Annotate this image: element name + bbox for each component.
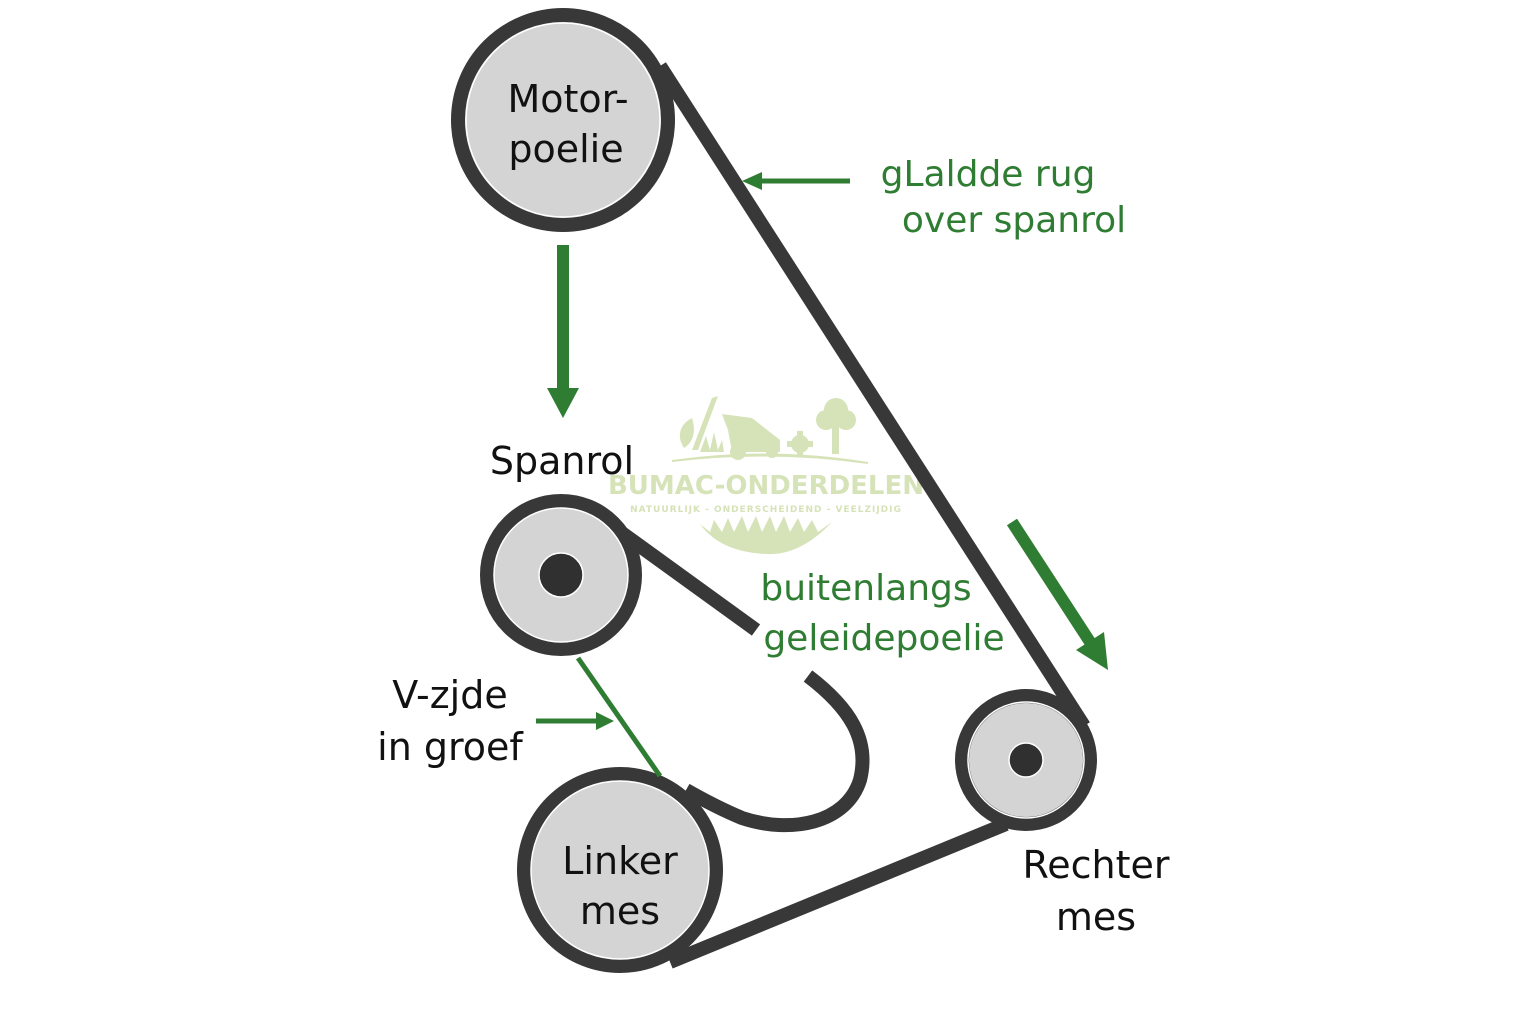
arrow-v-side (536, 656, 663, 778)
outside-guide-annotation-line1: buitenlangs (760, 568, 971, 609)
left-blade-label-line2: mes (580, 889, 660, 933)
gear-icon (787, 431, 813, 457)
belt-segment-guide-loop (682, 670, 870, 833)
ground-line (672, 453, 868, 464)
grass-tuft-icon (700, 432, 724, 452)
grass-arc-icon (700, 516, 832, 555)
outside-guide-annotation-line2: geleidepoelie (763, 618, 1004, 659)
motor-pulley-label-line1: Motor- (507, 77, 628, 121)
v-side-annotation-line2: in groef (377, 725, 524, 769)
left-blade-label-line1: Linker (562, 839, 678, 883)
watermark-logo: BUMAC-ONDERDELEN NATUURLIJK - ONDERSCHEI… (608, 396, 924, 555)
v-side-pointer-line (575, 656, 663, 778)
v-side-annotation-line1: V-zjde (392, 673, 507, 717)
tensioner-label: Spanrol (490, 439, 634, 483)
arrow-smooth-back (742, 172, 850, 190)
arrow-direction-right (1006, 518, 1108, 670)
smooth-back-annotation-line1: gLaldde rug (881, 154, 1096, 195)
right-blade-pulley (955, 689, 1097, 831)
belt-segment-right-to-left (667, 817, 1009, 969)
smooth-back-annotation-line2: over spanrol (902, 200, 1126, 241)
right-blade-hub (1008, 742, 1044, 778)
motor-pulley-label-line2: poelie (508, 127, 623, 171)
left-blade-pulley: Linker mes (517, 767, 723, 973)
tensioner-hub (538, 552, 584, 598)
right-blade-label-line2: mes (1056, 895, 1136, 939)
right-blade-label-line1: Rechter (1023, 843, 1170, 887)
tensioner-pulley (480, 494, 642, 656)
watermark-tagline: NATUURLIJK - ONDERSCHEIDEND - VEELZIJDIG (630, 505, 902, 515)
arrow-motor-to-tensioner (547, 245, 579, 418)
belt-segment-motor-to-right (654, 62, 1090, 730)
watermark-brand: BUMAC-ONDERDELEN (608, 471, 924, 501)
tree-icon (816, 398, 856, 454)
motor-pulley: Motor- poelie (451, 8, 675, 232)
leaf-icon (679, 418, 694, 448)
